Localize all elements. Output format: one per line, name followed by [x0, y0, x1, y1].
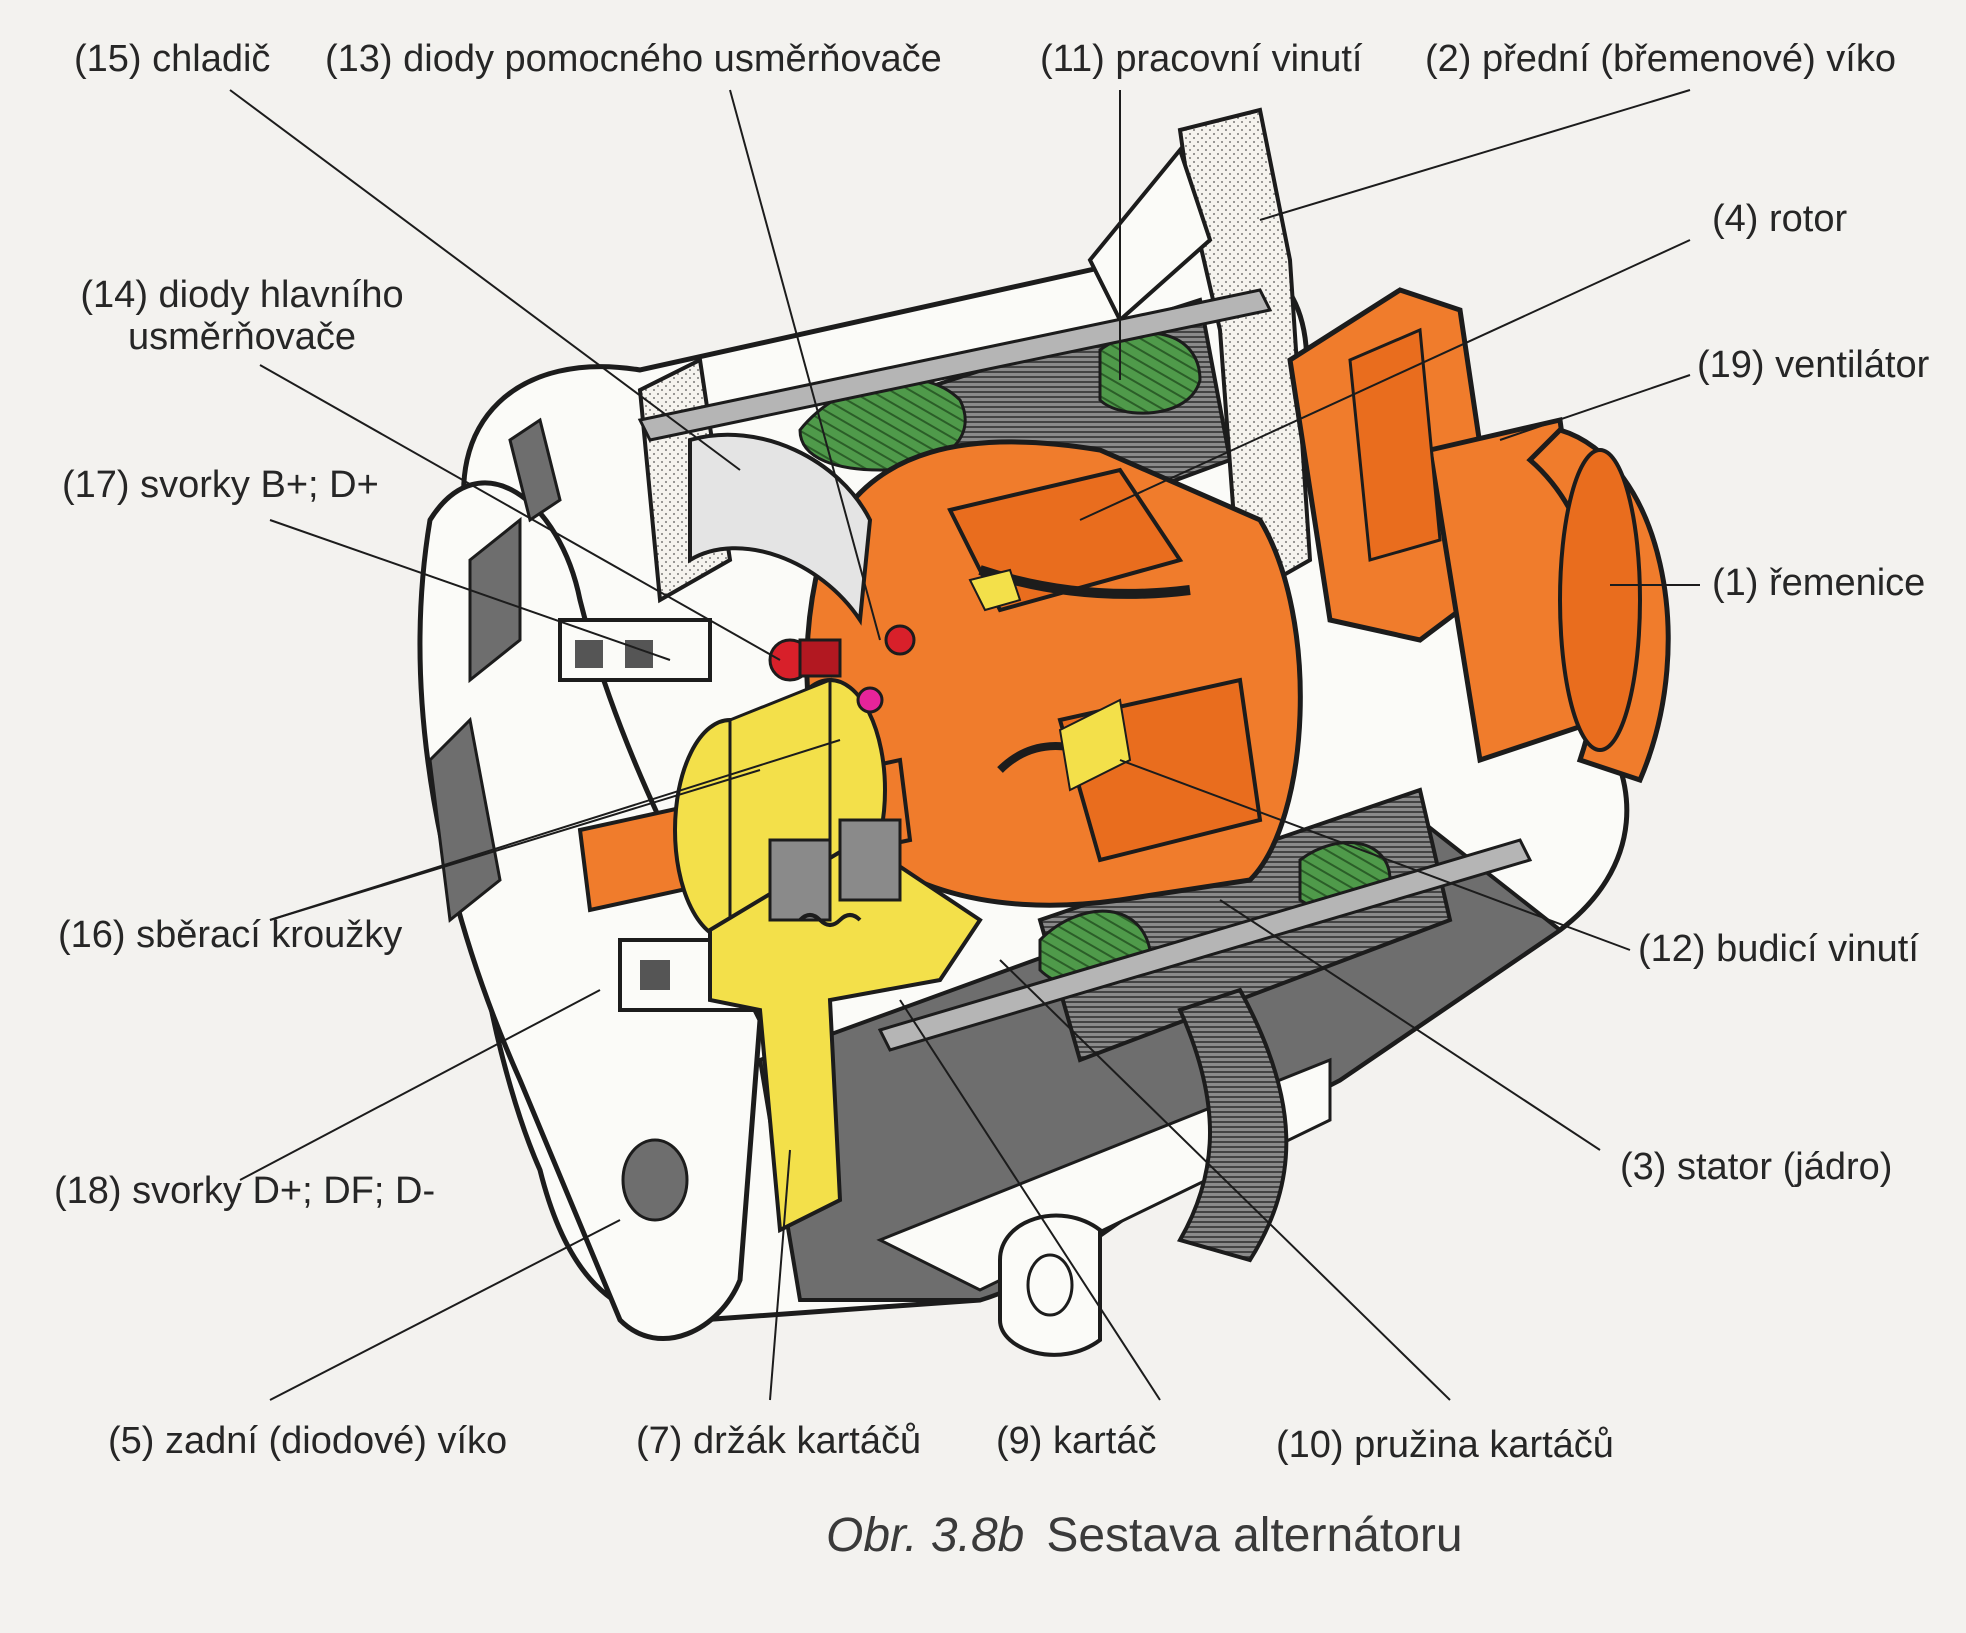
leader-18: [239, 989, 601, 1181]
label-slip-rings: (16) sběrací kroužky: [58, 914, 403, 956]
heat-sink: [688, 432, 873, 626]
pulley: [1526, 427, 1671, 784]
leader-17: [269, 519, 671, 661]
leader-12: [1119, 759, 1631, 951]
figure-title: Sestava alternátoru: [1046, 1509, 1463, 1562]
leader-4: [1079, 239, 1691, 521]
label-field-winding: (12) budicí vinutí: [1638, 928, 1919, 970]
through-bolts: [637, 288, 1533, 1052]
figure-number: Obr. 3.8b: [826, 1509, 1025, 1562]
label-rotor: (4) rotor: [1712, 198, 1848, 240]
label-brush-spring: (10) pružina kartáčů: [1276, 1424, 1614, 1466]
leader-15: [229, 89, 741, 471]
label-pulley: (1) řemenice: [1712, 562, 1926, 604]
label-brush: (9) kartáč: [996, 1420, 1157, 1462]
leader-10: [999, 959, 1451, 1401]
label-rear-end-shield: (5) zadní (diodové) víko: [108, 1420, 508, 1462]
mounting-lug: [998, 1213, 1102, 1357]
label-front-end-shield: (2) přední (břemenové) víko: [1425, 38, 1896, 80]
label-working-winding: (11) pracovní vinutí: [1040, 38, 1363, 80]
leader-3: [1219, 899, 1601, 1151]
leader-7: [769, 1149, 791, 1401]
label-main-diodes: (14) diody hlavního usměrňovače: [80, 274, 404, 358]
leader-19: [1499, 374, 1691, 441]
label-terminals-b-d: (17) svorky B+; D+: [62, 464, 379, 506]
leader-16b: [269, 739, 841, 921]
label-terminals-d-df: (18) svorky D+; DF; D-: [54, 1170, 436, 1212]
brush-holder: [708, 818, 983, 1234]
leader-lines: [229, 89, 1700, 1401]
leader-5: [269, 1219, 621, 1401]
diodes: [768, 624, 916, 714]
label-fan: (19) ventilátor: [1697, 344, 1930, 386]
fan: [1287, 287, 1603, 764]
label-brush-holder: (7) držák kartáčů: [636, 1420, 922, 1462]
label-stator: (3) stator (jádro): [1620, 1146, 1893, 1188]
figure-caption: Obr. 3.8b Sestava alternátoru: [826, 1508, 1463, 1563]
label-heat-sink: (15) chladič: [74, 38, 271, 80]
claw-pole-rotor: [804, 439, 1303, 908]
leader-9: [899, 999, 1161, 1401]
leader-14: [259, 364, 781, 661]
leader-2: [1259, 89, 1691, 221]
leader-13: [729, 89, 881, 641]
label-auxiliary-diodes: (13) diody pomocného usměrňovače: [325, 38, 942, 80]
